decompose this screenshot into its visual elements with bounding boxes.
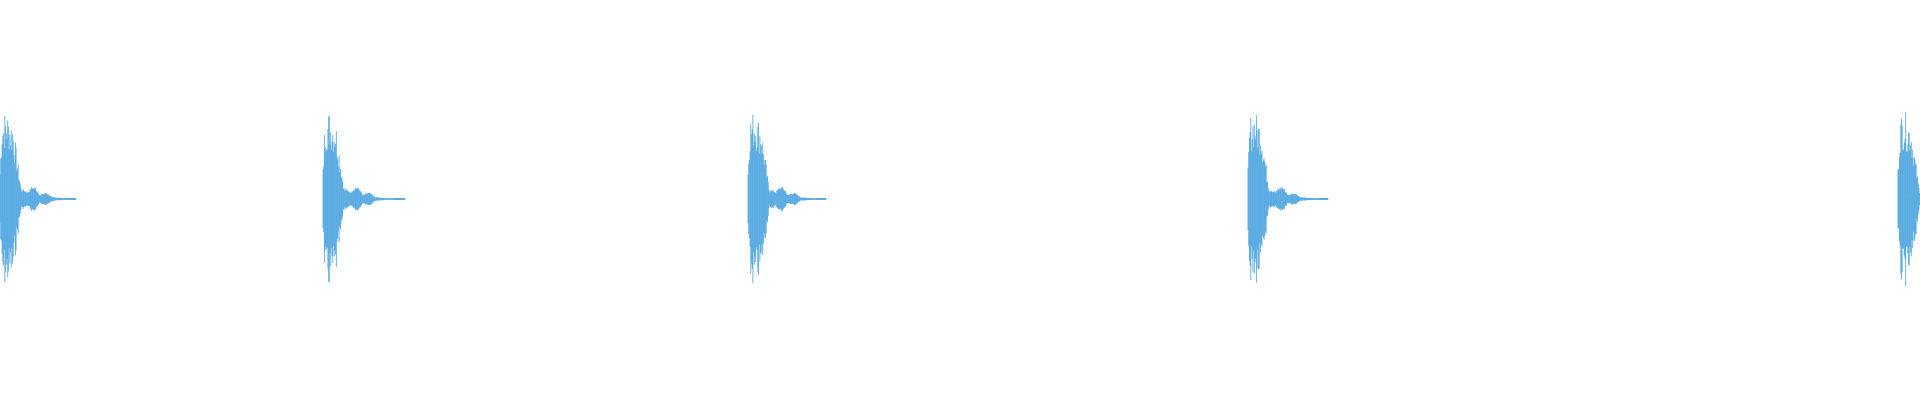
transient-1 bbox=[0, 115, 77, 283]
transient-5 bbox=[1897, 112, 1920, 286]
transient-3 bbox=[747, 114, 827, 284]
transient-2 bbox=[322, 115, 406, 283]
transient-4 bbox=[1247, 115, 1329, 283]
